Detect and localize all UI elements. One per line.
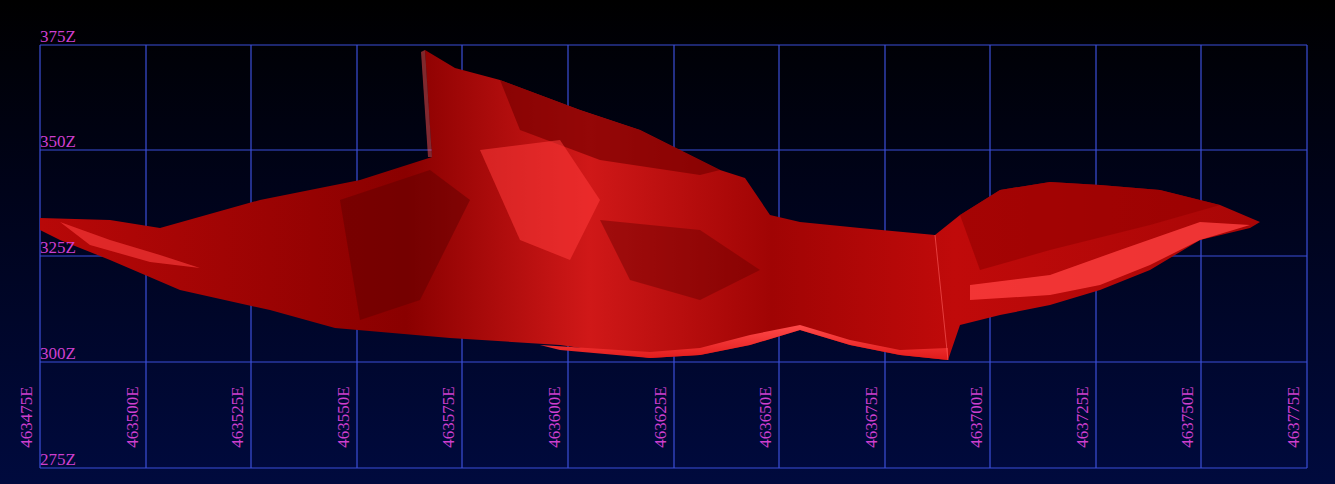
easting-label: 463675E [863,386,881,447]
easting-label: 463500E [124,386,142,447]
easting-label: 463525E [229,386,247,447]
easting-label: 463750E [1179,386,1197,447]
grid [40,45,1307,468]
elevation-label: 350Z [40,133,76,151]
elevation-label: 300Z [40,345,76,363]
easting-label: 463550E [335,386,353,447]
easting-label: 463725E [1074,386,1092,447]
easting-label: 463600E [546,386,564,447]
easting-label: 463475E [18,386,36,447]
elevation-label: 375Z [40,28,76,46]
easting-label: 463700E [968,386,986,447]
elevation-label: 275Z [40,451,76,469]
easting-label: 463775E [1285,386,1303,447]
elevation-label: 325Z [40,239,76,257]
easting-label: 463650E [757,386,775,447]
orebody-solid [40,50,1260,360]
easting-label: 463575E [440,386,458,447]
easting-label: 463625E [652,386,670,447]
